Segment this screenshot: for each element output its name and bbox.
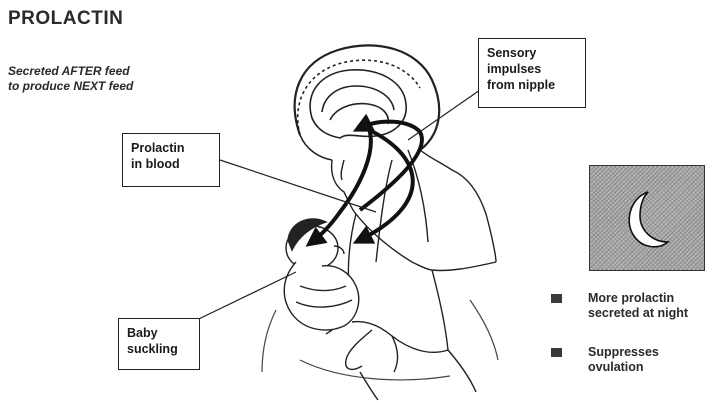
bullet-night-prolactin: More prolactin secreted at night xyxy=(588,291,688,321)
sensory-line-1: Sensory xyxy=(487,45,577,61)
crescent-moon-icon xyxy=(590,166,703,269)
brain-icon xyxy=(310,70,406,138)
prolactin-in-blood-label: Prolactin in blood xyxy=(122,133,220,187)
bullet-1-line-1: More prolactin xyxy=(588,291,688,306)
sensory-line-2: impulses xyxy=(487,61,577,77)
baby-suckling-label: Baby suckling xyxy=(118,318,200,370)
bullet-suppresses-ovulation: Suppresses ovulation xyxy=(588,345,659,375)
prolactin-leader-line xyxy=(220,160,376,212)
baby-line-2: suckling xyxy=(127,341,191,357)
sensory-line-3: from nipple xyxy=(487,77,577,93)
baby-line-1: Baby xyxy=(127,325,191,341)
prolactin-line-2: in blood xyxy=(131,156,211,172)
pathway-arrows xyxy=(312,122,422,242)
bullet-1-line-2: secreted at night xyxy=(588,306,688,321)
night-panel xyxy=(589,165,705,271)
square-bullet-icon xyxy=(551,348,562,357)
square-bullet-icon xyxy=(551,294,562,303)
sensory-leader-line xyxy=(408,90,480,140)
prolactin-line-1: Prolactin xyxy=(131,140,211,156)
bullet-2-line-1: Suppresses xyxy=(588,345,659,360)
sensory-impulses-label: Sensory impulses from nipple xyxy=(478,38,586,108)
bullet-2-line-2: ovulation xyxy=(588,360,659,375)
